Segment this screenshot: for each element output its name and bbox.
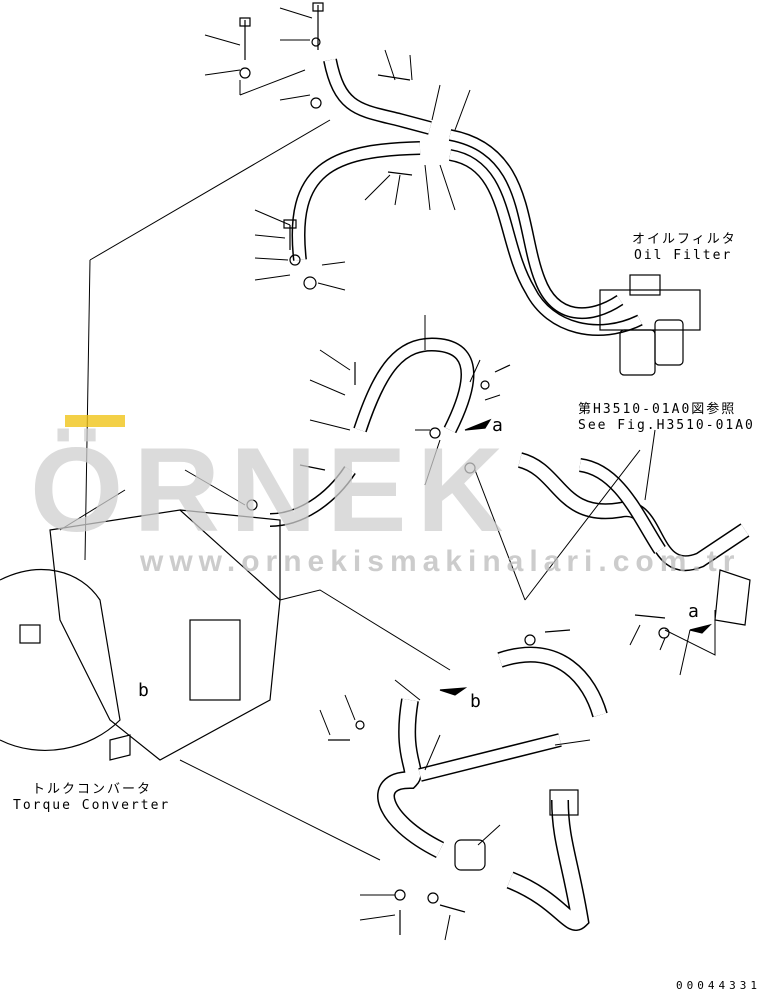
drawing-number: 00044331	[676, 979, 761, 992]
torque-converter-label-jp: トルクコンバータ	[32, 782, 153, 797]
torque-converter-drawing	[0, 509, 281, 761]
watermark-url: www.ornekismakinalari.com.tr	[140, 545, 741, 578]
lower-pipe	[377, 646, 608, 931]
oil-filter-label-jp: オイルフィルタ	[632, 232, 737, 247]
ref-a-upper: a	[492, 415, 505, 436]
right-pipe	[517, 452, 751, 626]
reference-arrows	[439, 418, 712, 696]
ref-b-lower: b	[470, 691, 483, 712]
bolts	[239, 2, 670, 935]
see-fig-label-jp: 第H3510-01A0図参照	[578, 402, 737, 417]
ref-b-left: b	[138, 680, 151, 701]
see-fig-label-en: See Fig.H3510-01A0	[578, 418, 755, 433]
oil-filter-drawing	[599, 274, 701, 376]
upper-hose	[291, 58, 643, 336]
leader-lines	[59, 7, 716, 941]
oil-filter-label-en: Oil Filter	[634, 248, 733, 263]
middle-hose	[269, 337, 475, 527]
torque-converter-label-en: Torque Converter	[13, 798, 171, 813]
watermark-accent	[65, 415, 125, 427]
watermark-brand: ÖRNEK	[30, 423, 514, 557]
ref-a-right: a	[688, 601, 701, 622]
